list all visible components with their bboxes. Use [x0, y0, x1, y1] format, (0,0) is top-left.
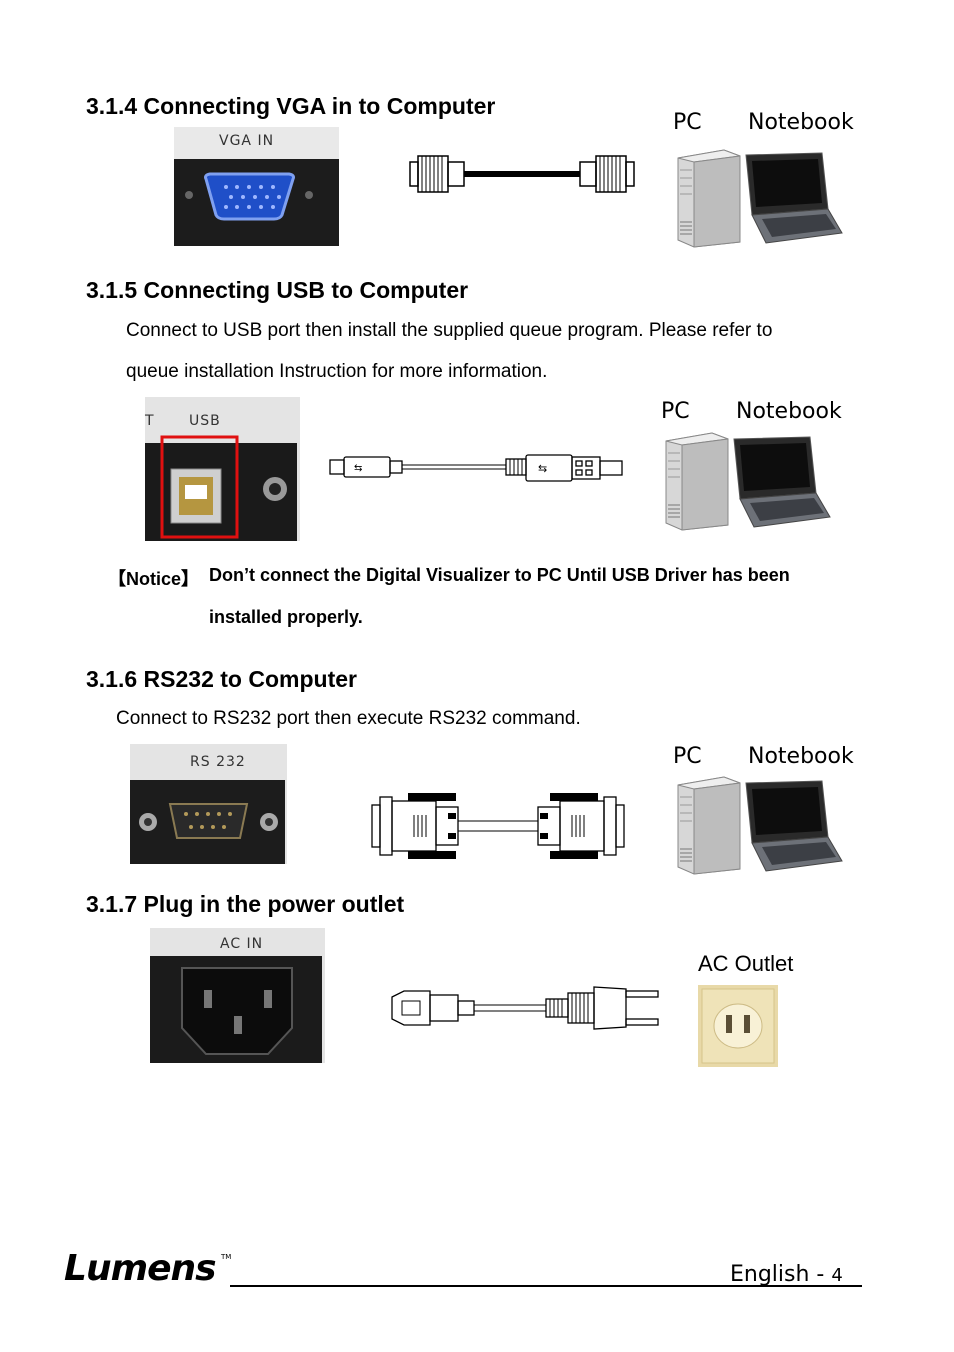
ac-outlet-image: [698, 985, 778, 1067]
usb-instruction-line2: queue installation Instruction for more …: [126, 361, 548, 382]
ac-in-port-image: AC IN: [150, 928, 325, 1063]
ac-in-port-label: AC IN: [220, 936, 263, 952]
section-heading-vga: 3.1.4 Connecting VGA in to Computer: [86, 93, 496, 119]
vga-port-label: VGA IN: [219, 133, 274, 149]
notice-line2: installed properly.: [209, 607, 363, 627]
svg-text:⇆: ⇆: [538, 462, 547, 475]
lumens-logo: Lumens: [64, 1248, 217, 1289]
notice-line1: Don’t connect the Digital Visualizer to …: [209, 565, 790, 585]
vga-port-image: VGA IN: [174, 127, 339, 246]
section-heading-rs232: 3.1.6 RS232 to Computer: [86, 666, 357, 692]
rs232-port-label: RS 232: [190, 754, 246, 770]
usb-instruction-line1: Connect to USB port then install the sup…: [126, 320, 773, 341]
section-heading-power: 3.1.7 Plug in the power outlet: [86, 891, 405, 917]
vga-cable-icon: [409, 155, 635, 193]
ac-outlet-label: AC Outlet: [698, 951, 794, 976]
notebook-icon-usb: [733, 436, 831, 528]
footer-language: English -: [730, 1262, 832, 1287]
usb-port-label-left: T: [144, 413, 155, 429]
footer-rule: [230, 1285, 862, 1287]
notebook-label-rs232: Notebook: [748, 744, 854, 769]
notebook-icon: [745, 152, 843, 244]
pc-label-vga: PC: [673, 110, 702, 135]
pc-tower-icon-usb: [665, 432, 729, 531]
notebook-label-vga: Notebook: [748, 110, 854, 135]
notebook-label-usb: Notebook: [736, 399, 842, 424]
pc-tower-icon-rs232: [677, 776, 741, 875]
power-cord-icon: [391, 986, 659, 1030]
pc-tower-icon: [677, 149, 741, 248]
trademark-symbol: TM: [221, 1253, 232, 1261]
section-heading-usb: 3.1.5 Connecting USB to Computer: [86, 277, 469, 303]
rs232-instruction: Connect to RS232 port then execute RS232…: [116, 708, 581, 729]
rs232-cable-icon: [371, 793, 625, 859]
notebook-icon-rs232: [745, 780, 843, 872]
footer-page-info: English - 4: [730, 1262, 843, 1287]
usb-cable-icon: ⇆ ⇆: [329, 454, 623, 482]
rs232-port-image: RS 232: [130, 744, 287, 864]
usb-highlight-box: [160, 435, 239, 539]
svg-text:⇆: ⇆: [354, 463, 362, 474]
pc-label-rs232: PC: [673, 744, 702, 769]
usb-port-label: USB: [189, 413, 221, 429]
page-number: 4: [831, 1265, 843, 1286]
notice-prefix: 【Notice】: [108, 569, 200, 589]
pc-label-usb: PC: [661, 399, 690, 424]
usb-port-image: T USB: [144, 397, 300, 541]
